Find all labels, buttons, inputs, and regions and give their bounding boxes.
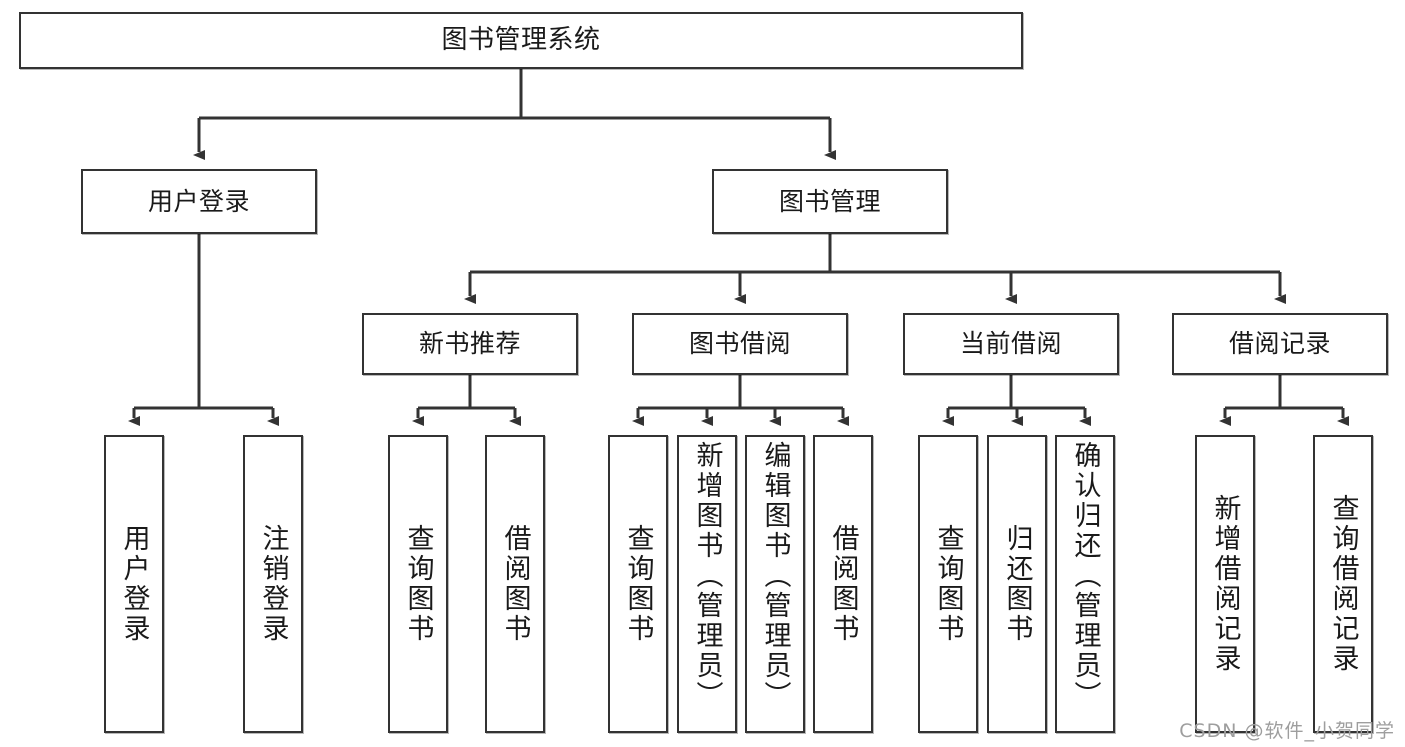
- leaf-borrow-books-borrow[interactable]: 借阅图书: [813, 435, 873, 733]
- node-root[interactable]: 图书管理系统: [19, 12, 1023, 69]
- leaf-edit-book-admin[interactable]: 编辑图书（管理员）: [745, 435, 805, 733]
- csdn-watermark: CSDN @软件_小贺同学: [1179, 720, 1395, 742]
- leaf-user-login-label: 用户登录: [118, 524, 150, 644]
- node-root-label: 图书管理系统: [441, 25, 601, 56]
- leaf-confirm-return-admin[interactable]: 确认归还（管理员）: [1055, 435, 1115, 733]
- node-new-book-recommendation-label: 新书推荐: [418, 329, 521, 359]
- leaf-borrow-books-rec-label: 借阅图书: [499, 524, 531, 644]
- node-book-management[interactable]: 图书管理: [712, 169, 948, 234]
- node-book-borrow[interactable]: 图书借阅: [632, 313, 848, 375]
- node-user-login-label: 用户登录: [147, 186, 250, 216]
- node-current-borrow[interactable]: 当前借阅: [903, 313, 1119, 375]
- leaf-query-books-borrow[interactable]: 查询图书: [608, 435, 668, 733]
- leaf-add-book-admin-label: 新增图书（管理员）: [691, 441, 723, 711]
- node-current-borrow-label: 当前借阅: [959, 329, 1062, 359]
- leaf-add-borrow-record-label: 新增借阅记录: [1209, 494, 1241, 674]
- node-book-management-label: 图书管理: [778, 186, 881, 216]
- leaf-user-login[interactable]: 用户登录: [104, 435, 164, 733]
- leaf-query-books-current-label: 查询图书: [932, 524, 964, 644]
- node-user-login[interactable]: 用户登录: [81, 169, 317, 234]
- leaf-add-borrow-record[interactable]: 新增借阅记录: [1195, 435, 1255, 733]
- node-new-book-recommendation[interactable]: 新书推荐: [362, 313, 578, 375]
- leaf-return-books[interactable]: 归还图书: [987, 435, 1047, 733]
- leaf-query-books-rec[interactable]: 查询图书: [388, 435, 448, 733]
- leaf-borrow-books-rec[interactable]: 借阅图书: [485, 435, 545, 733]
- leaf-add-book-admin[interactable]: 新增图书（管理员）: [677, 435, 737, 733]
- node-borrow-record-label: 借阅记录: [1228, 329, 1331, 359]
- node-borrow-record[interactable]: 借阅记录: [1172, 313, 1388, 375]
- leaf-query-borrow-record-label: 查询借阅记录: [1327, 494, 1359, 674]
- leaf-query-borrow-record[interactable]: 查询借阅记录: [1313, 435, 1373, 733]
- leaf-borrow-books-borrow-label: 借阅图书: [827, 524, 859, 644]
- leaf-query-books-borrow-label: 查询图书: [622, 524, 654, 644]
- node-book-borrow-label: 图书借阅: [688, 329, 791, 359]
- leaf-query-books-rec-label: 查询图书: [402, 524, 434, 644]
- leaf-query-books-current[interactable]: 查询图书: [918, 435, 978, 733]
- leaf-logout[interactable]: 注销登录: [243, 435, 303, 733]
- leaf-edit-book-admin-label: 编辑图书（管理员）: [759, 441, 791, 711]
- leaf-logout-label: 注销登录: [257, 524, 289, 644]
- leaf-return-books-label: 归还图书: [1001, 524, 1033, 644]
- leaf-confirm-return-admin-label: 确认归还（管理员）: [1069, 441, 1101, 711]
